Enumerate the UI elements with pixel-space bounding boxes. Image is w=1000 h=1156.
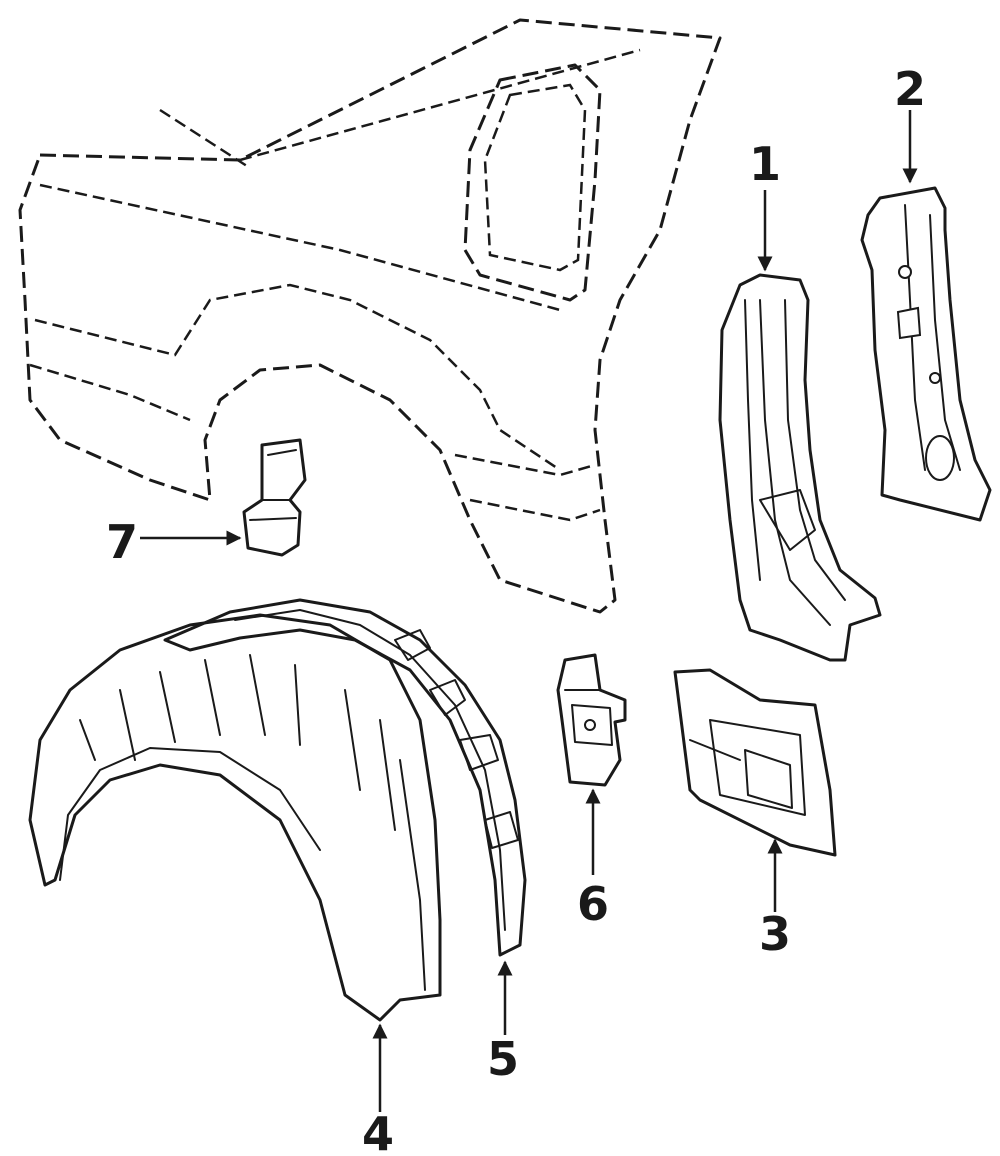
part-4-wheelhouse-outer [28, 613, 442, 1022]
part-5-wheelhouse-inner [163, 598, 527, 957]
callout-4: 4 [362, 1107, 394, 1156]
part-2-upper-pillar [860, 186, 992, 522]
part-7-bracket [242, 438, 307, 557]
part-3-extension [673, 668, 837, 857]
callout-labels: 1 2 3 4 5 6 7 [106, 62, 926, 1156]
callout-arrows [140, 110, 918, 1112]
part-1-lower-pillar [718, 273, 882, 662]
quarter-panel-outline [18, 18, 722, 614]
callout-1: 1 [749, 137, 781, 191]
callout-7: 7 [106, 515, 138, 569]
callout-3: 3 [759, 907, 791, 961]
callout-6: 6 [577, 877, 609, 931]
part-6-bracket [556, 653, 627, 787]
callout-2: 2 [894, 62, 926, 116]
callout-5: 5 [487, 1032, 519, 1086]
